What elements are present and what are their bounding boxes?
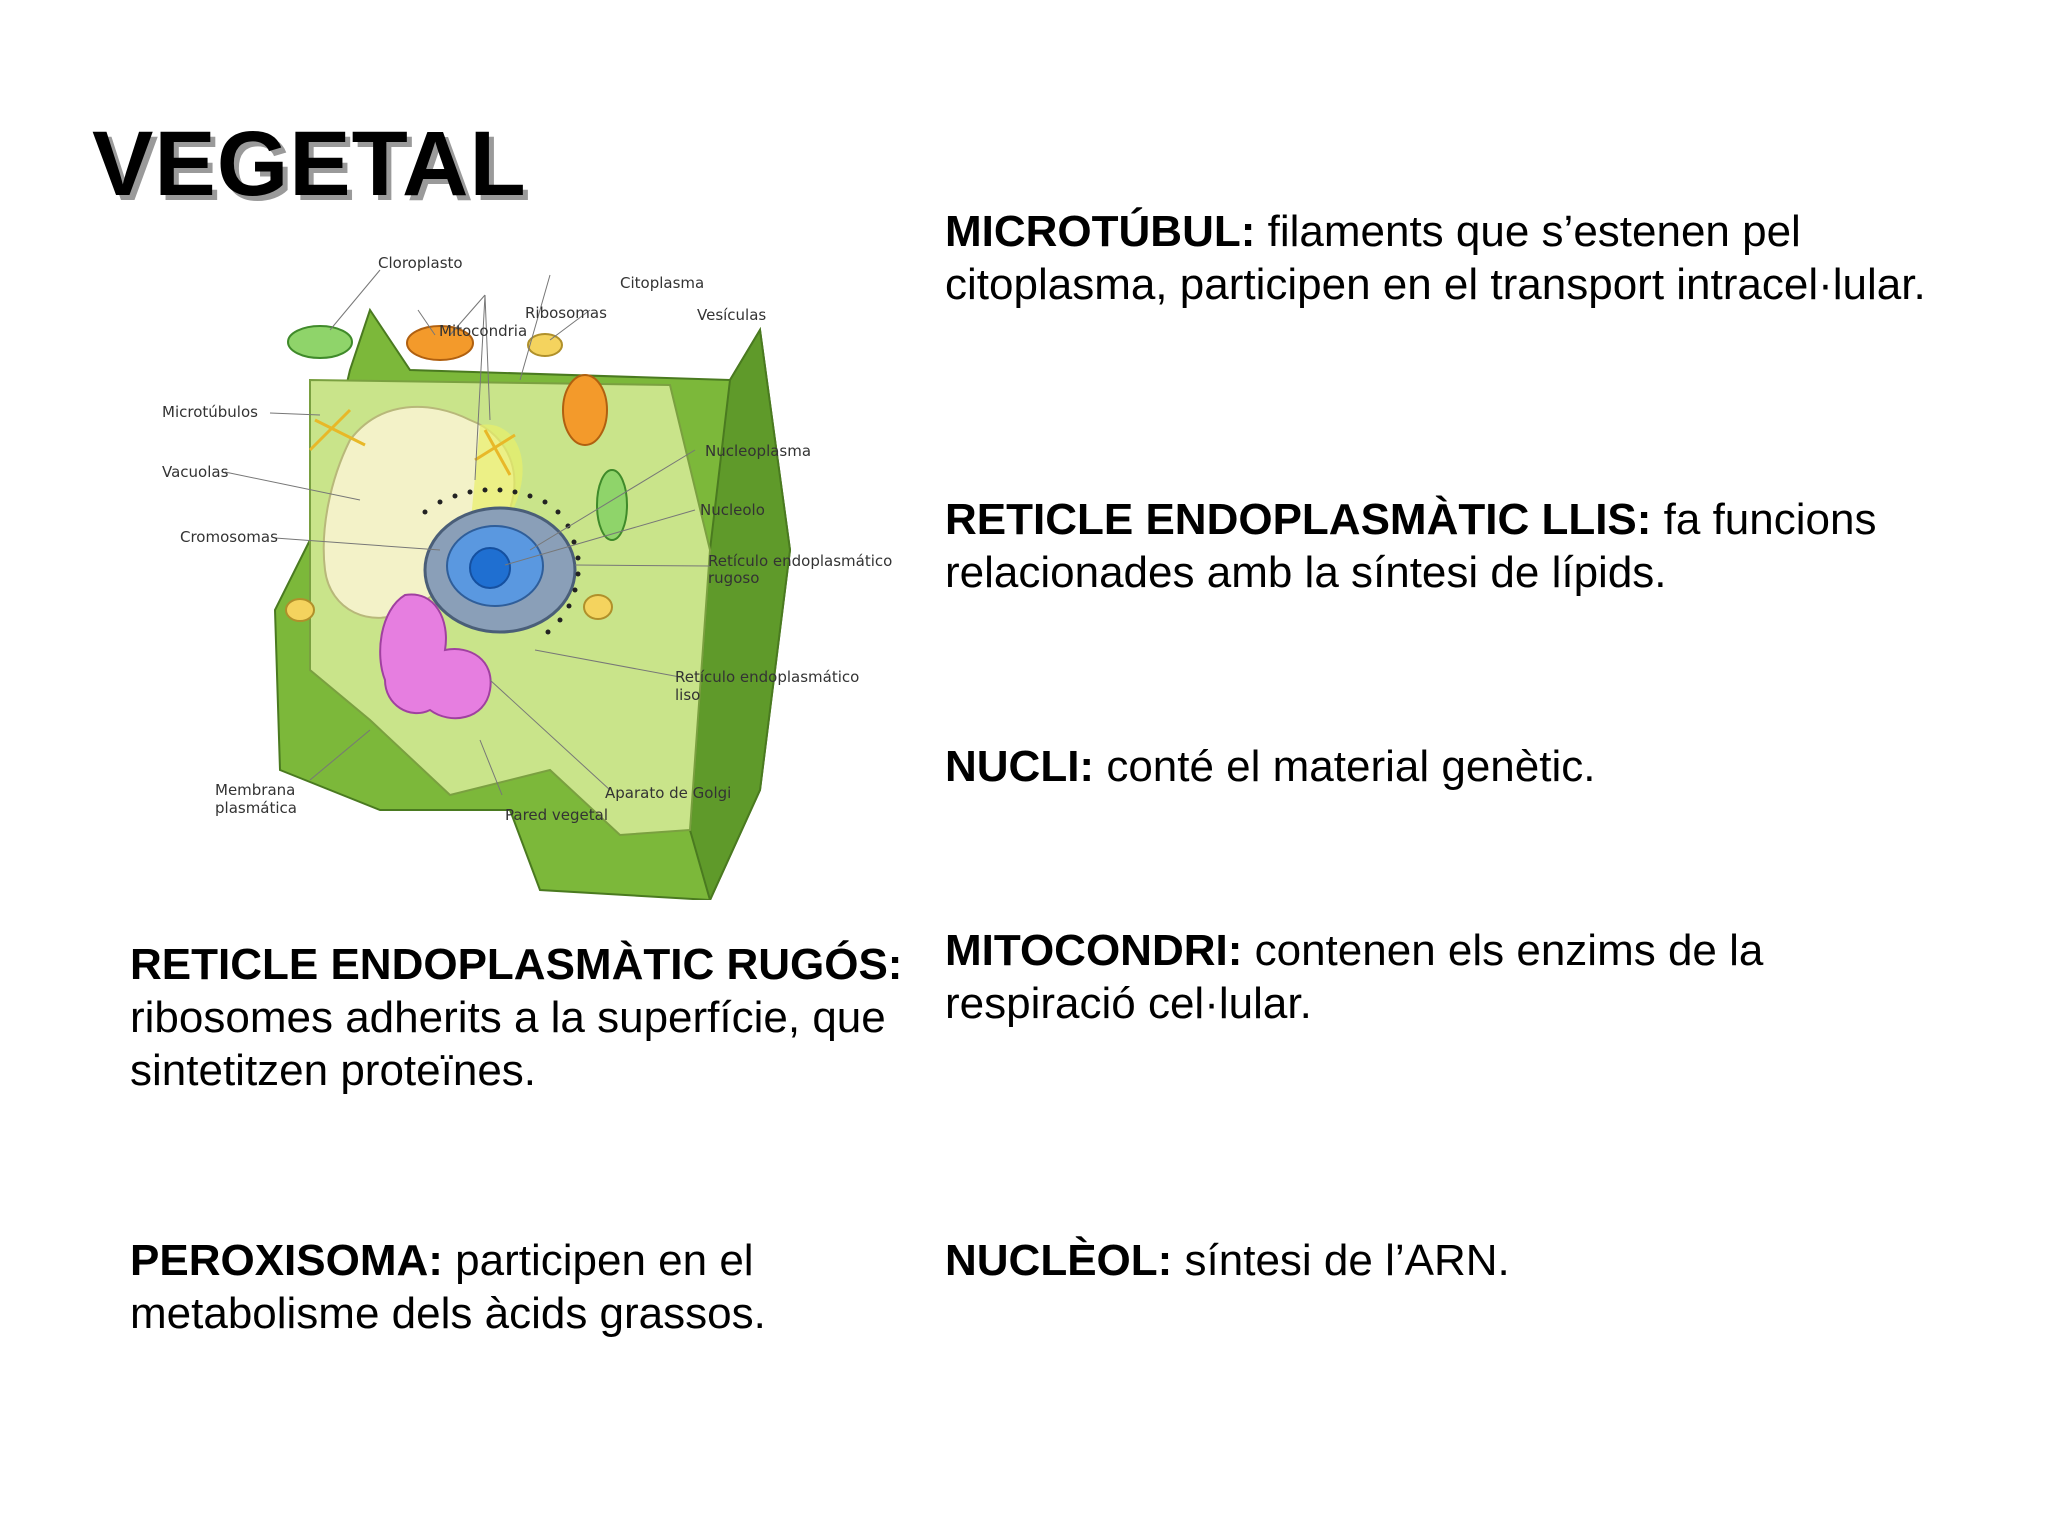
- definition-nucleol: NUCLÈOL: síntesi de l’ARN.: [945, 1234, 1845, 1287]
- label-cromosomas: Cromosomas: [180, 528, 278, 546]
- definition-re-rugos: RETICLE ENDOPLASMÀTIC RUGÓS: ribosomes a…: [130, 938, 910, 1097]
- rough-er-ribosomes: [422, 487, 581, 635]
- desc-nucleol: síntesi de l’ARN.: [1172, 1236, 1510, 1285]
- label-citoplasma: Citoplasma: [620, 274, 704, 292]
- label-re-rugoso-1: Retículo endoplasmático: [708, 552, 892, 570]
- label-pared: Pared vegetal: [505, 806, 608, 824]
- label-nucleolo: Nucleolo: [700, 501, 765, 519]
- mitochondrion-2: [562, 374, 608, 446]
- vesicle-1: [527, 333, 563, 357]
- term-re-rugos: RETICLE ENDOPLASMÀTIC RUGÓS:: [130, 940, 903, 989]
- desc-re-rugos: ribosomes adherits a la superfície, que …: [130, 993, 886, 1095]
- golgi-apparatus: [379, 593, 492, 720]
- label-lines: [224, 269, 711, 796]
- desc-re-llis: fa funcions relacionades amb la síntesi …: [945, 495, 1877, 597]
- chloroplast-2: [596, 469, 628, 541]
- term-nucleol: NUCLÈOL:: [945, 1236, 1173, 1285]
- label-vacuolas: Vacuolas: [162, 463, 229, 481]
- desc-microtubul: filaments que s’estenen pel citoplasma, …: [945, 207, 1926, 309]
- label-cloroplasto: Cloroplasto: [378, 254, 463, 272]
- term-mitocondri: MITOCONDRI:: [945, 926, 1243, 975]
- term-peroxisoma: PEROXISOMA:: [130, 1236, 443, 1285]
- definition-re-llis: RETICLE ENDOPLASMÀTIC LLIS: fa funcions …: [945, 493, 1995, 599]
- term-microtubul: MICROTÚBUL:: [945, 207, 1256, 256]
- microtubules: [308, 408, 516, 476]
- label-golgi: Aparato de Golgi: [605, 784, 731, 802]
- desc-mitocondri: contenen els enzims de la respiració cel…: [945, 926, 1764, 1028]
- label-mitocondria: Mitocondria: [439, 322, 527, 340]
- definition-mitocondri: MITOCONDRI: contenen els enzims de la re…: [945, 924, 1845, 1030]
- nucleolus: [469, 547, 511, 589]
- label-microtubulos: Microtúbulos: [162, 403, 258, 421]
- desc-peroxisoma: participen en el metabolisme dels àcids …: [130, 1236, 766, 1338]
- label-re-liso-2: liso: [675, 686, 700, 704]
- label-vesiculas: Vesículas: [697, 306, 766, 324]
- label-re-liso-1: Retículo endoplasmático: [675, 668, 859, 686]
- term-nucli: NUCLI:: [945, 742, 1095, 791]
- plant-cell-diagram: Cloroplasto Citoplasma Ribosomas Mitocon…: [162, 254, 892, 900]
- label-ribosomas: Ribosomas: [525, 304, 607, 322]
- label-membrana-2: plasmática: [215, 799, 297, 817]
- label-nucleoplasma: Nucleoplasma: [705, 442, 811, 460]
- label-membrana-1: Membrana: [215, 781, 295, 799]
- vesicle-2: [285, 598, 315, 622]
- term-re-llis: RETICLE ENDOPLASMÀTIC LLIS:: [945, 495, 1652, 544]
- label-re-rugoso-2: rugoso: [708, 569, 759, 587]
- desc-nucli: conté el material genètic.: [1094, 742, 1596, 791]
- page-title: VEGETAL: [92, 113, 527, 215]
- definition-nucli: NUCLI: conté el material genètic.: [945, 740, 1945, 793]
- vesicle-3: [583, 594, 613, 620]
- definition-peroxisoma: PEROXISOMA: participen en el metabolisme…: [130, 1234, 910, 1340]
- chloroplast-1: [287, 325, 353, 359]
- mitochondrion-1: [406, 325, 474, 361]
- definition-microtubul: MICROTÚBUL: filaments que s’estenen pel …: [945, 205, 1945, 311]
